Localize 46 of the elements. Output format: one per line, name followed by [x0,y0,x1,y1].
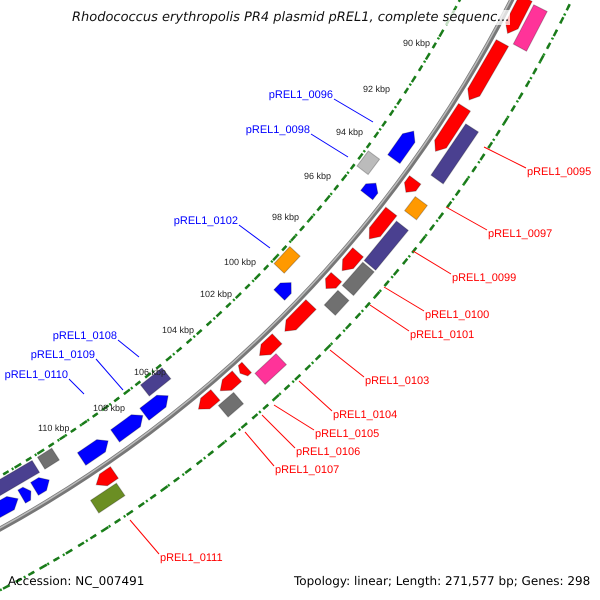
gene-label: pREL1_0101 [410,329,474,341]
leader-line [118,340,140,358]
gene-label: pREL1_0102 [174,215,238,227]
leader-line [484,146,526,168]
gene-label: pREL1_0098 [246,124,310,136]
leader-line [330,350,364,378]
scale-label: 92 kbp [363,84,390,94]
scale-label: 96 kbp [304,171,332,181]
gene-label: pREL1_0107 [275,464,340,476]
gene-label: pREL1_0110 [4,369,68,381]
footer-text: Topology: linear; Length: 271,577 bp; Genes: 298 [294,575,590,587]
gene-label: pREL1_0108 [52,330,117,342]
scale-label: 94 kbp [336,127,364,137]
leader-line [238,224,270,248]
scale-label: 104 kbp [162,325,194,335]
gene-label: pREL1_0096 [268,89,333,101]
scale-label: 102 kbp [200,289,232,299]
gene-label: pREL1_0106 [296,446,360,458]
gene-label: pREL1_0109 [30,349,95,361]
leader-line [96,358,124,390]
gene-label: pREL1_0099 [452,272,516,284]
gene-label: pREL1_0097 [488,228,552,240]
scale-label: 100 kbp [224,257,256,267]
leader-line [412,250,452,274]
footer-text: Accession: NC_007491 [8,575,144,587]
gene-label: pREL1_0111 [160,552,223,564]
gene-label: pREL1_0103 [365,375,430,387]
leader-line [446,206,488,230]
gene-label: pREL1_0100 [425,309,490,321]
scale-label: 98 kbp [272,212,300,222]
leader-line [130,520,160,554]
leader-line [310,134,348,158]
leader-line [262,414,296,448]
leader-line [334,98,374,122]
leader-line [298,380,332,412]
leader-line [370,304,410,332]
gene-label: pREL1_0095 [527,166,592,178]
scale-label: 110 kbp [38,423,70,433]
title: Rhodococcus erythropolis PR4 plasmid pREL1, complete sequenc... [72,10,510,25]
leader-line [68,378,84,394]
scale-label: 90 kbp [403,38,430,48]
leader-line [244,432,274,466]
leader-line [384,286,424,312]
leader-line [274,404,314,430]
gene-label: pREL1_0104 [333,409,398,421]
gene-label: pREL1_0105 [315,428,380,440]
